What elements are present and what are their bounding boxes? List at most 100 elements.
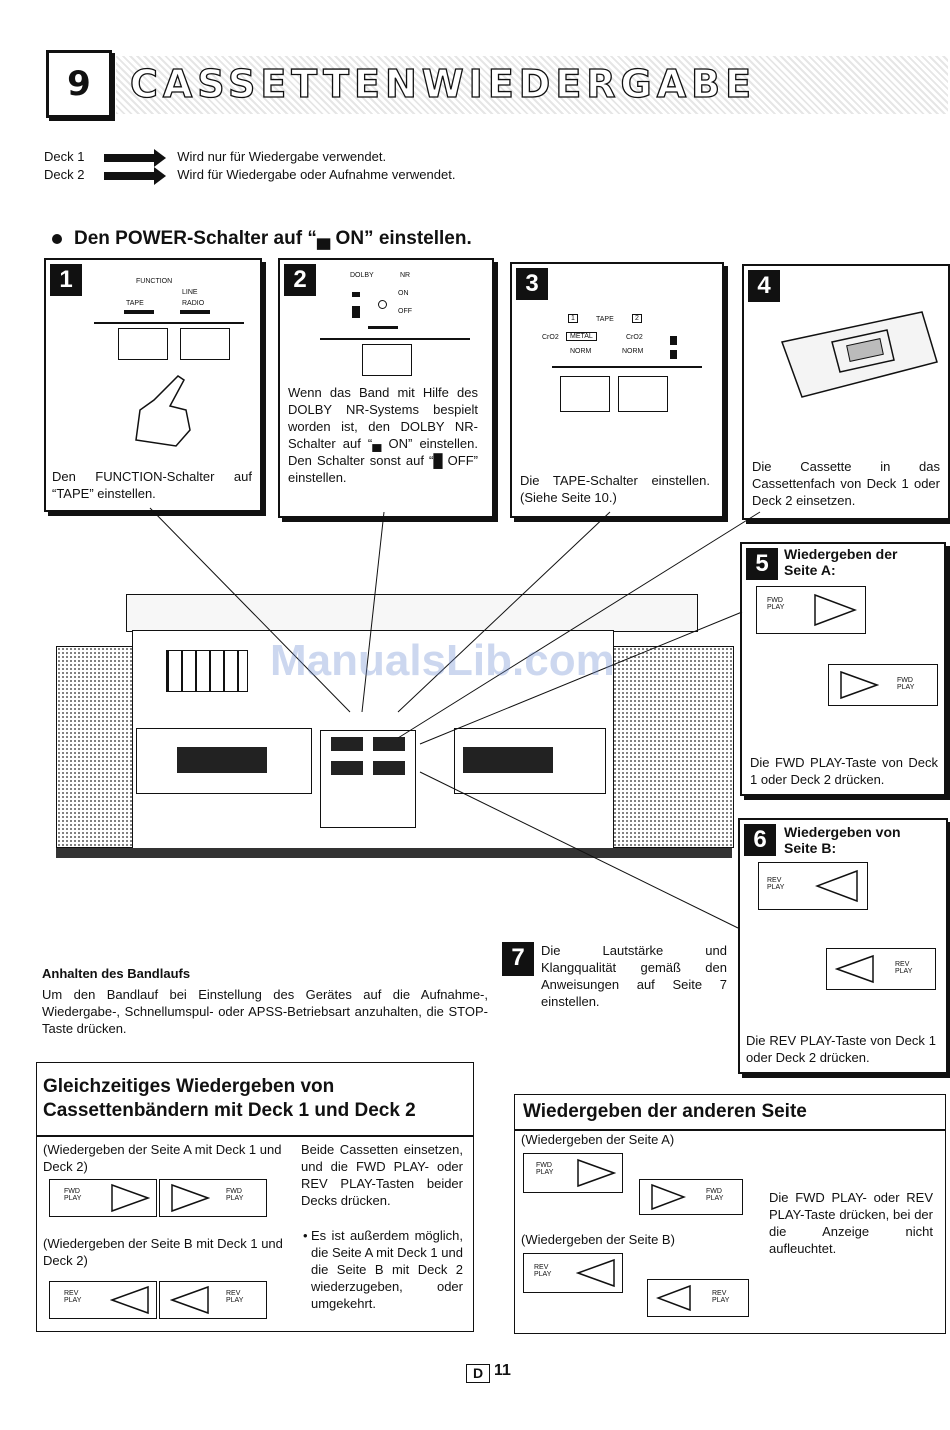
play-forward-icon [840,670,879,700]
other-title: Wiedergeben der anderen Seite [523,1101,807,1122]
step6-title: Wiedergeben von Seite B: [784,824,901,856]
step5-panel: 5 Wiedergeben der Seite A: FWD PLAY FWD … [740,542,946,796]
off-label: OFF [398,308,412,315]
step2-number: 2 [284,264,316,296]
cassette-window [177,747,267,773]
cassette-window [463,747,553,773]
tape-label: TAPE [596,316,614,323]
hand-icon [135,375,191,447]
watermark: ManualsLib.com [270,636,615,685]
tape-label: TAPE [126,300,144,307]
other-text: Die FWD PLAY- oder REV PLAY-Taste drücke… [769,1190,933,1256]
rev-play-button-deck2[interactable]: REV PLAY [826,948,936,990]
metal-label: METAL [566,332,597,341]
arrow-right-icon [103,148,166,167]
rev-play-button[interactable]: REV PLAY [523,1253,623,1293]
tape2-label: 2 [632,314,642,323]
line-label: LINE [182,289,198,296]
stop-text: Um den Bandlauf bei Einstellung des Gerä… [42,987,488,1036]
page-lang-box: D [466,1364,490,1383]
on-label: ON [398,290,409,297]
simul-sub-b: (Wiedergeben der Seite B mit Deck 1 und … [43,1236,283,1268]
cassette-deck-illustration [56,580,734,864]
tape1-switch [560,376,610,412]
step7-text: Die Lautstärke und Klangqualität gemäß d… [541,943,727,1009]
section-number: 9 [46,50,112,118]
equalizer [166,650,248,692]
transport-buttons [320,730,416,828]
fwd-play-button-2[interactable]: FWD PLAY [639,1179,743,1215]
function-switch-tape [118,328,168,360]
rev-play-button-deck1[interactable]: REV PLAY [49,1281,157,1319]
rev-play-button-2[interactable]: REV PLAY [647,1279,749,1317]
dolby-switch [362,344,412,376]
stop-title: Anhalten des Bandlaufs [42,966,191,981]
play-reverse-icon [110,1285,149,1315]
step7-number: 7 [502,942,534,976]
step6-text: Die REV PLAY-Taste von Deck 1 oder Deck … [746,1033,936,1065]
deck2-label: Deck 2 [44,167,85,182]
arrow-right-icon [103,166,166,185]
right-speaker [612,646,734,848]
play-reverse-icon [170,1285,209,1315]
step4-panel: 4 Die Cassette in das Cassettenfach von … [742,264,950,520]
power-heading: Den POWER-Schalter auf “▄ ON” einstellen… [74,228,472,249]
function-switch-radio [180,328,230,360]
step6-number: 6 [744,824,776,856]
step4-number: 4 [748,270,780,302]
deck2-door [454,728,606,794]
simul-sub-a: (Wiedergeben der Seite A mit Deck 1 und … [43,1142,282,1174]
step1-text: Den FUNCTION-Schalter auf “TAPE” einstel… [52,469,252,501]
simultaneous-playback-box: Gleichzeitiges Wiedergeben von Cassetten… [36,1062,474,1332]
step3-panel: 3 1 TAPE 2 CrO2 METAL CrO2 NORM NORM Die… [510,262,724,518]
section-title: CASSETTENWIEDERGABE [129,61,757,106]
play-forward-icon [577,1158,616,1188]
step5-number: 5 [746,548,778,580]
step3-number: 3 [516,268,548,300]
play-forward-icon [651,1183,686,1211]
play-reverse-icon [815,869,858,903]
deck1-row: Deck 1 Wird nur für Wiedergabe verwendet… [44,148,386,167]
step5-title: Wiedergeben der Seite A: [784,546,898,578]
deck2-row: Deck 2 Wird für Wiedergabe oder Aufnahme… [44,166,456,185]
norm-label-2: NORM [622,348,644,355]
fwd-play-button-deck2[interactable]: FWD PLAY [159,1179,267,1217]
rev-play-button-deck1[interactable]: REV PLAY [758,862,868,910]
step6-panel: 6 Wiedergeben von Seite B: REV PLAY REV … [738,818,948,1074]
play-forward-icon [171,1183,210,1213]
step2-text: Wenn das Band mit Hilfe des DOLBY NR-Sys… [288,385,478,485]
dolby-label: DOLBY [350,272,374,279]
fwd-play-button[interactable]: FWD PLAY [523,1153,623,1193]
step1-number: 1 [50,264,82,296]
step4-text: Die Cassette in das Cassettenfach von De… [752,459,940,508]
left-speaker [56,646,138,848]
simul-text: Beide Cassetten einsetzen, und die FWD P… [301,1142,463,1208]
tape2-switch [618,376,668,412]
bullet-icon [52,234,62,244]
deck1-label: Deck 1 [44,149,85,164]
play-reverse-icon [576,1258,615,1288]
fwd-play-button-deck1[interactable]: FWD PLAY [49,1179,157,1217]
play-forward-icon [814,593,857,627]
bullet-icon: • [303,1228,308,1243]
other-side-box: Wiedergeben der anderen Seite (Wiedergeb… [514,1094,946,1334]
radio-label: RADIO [182,300,205,307]
nr-label: NR [400,272,411,279]
play-forward-icon [111,1183,150,1213]
simul-bullet: Es ist außerdem möglich, die Seite A mit… [311,1228,463,1311]
step5-text: Die FWD PLAY-Taste von Deck 1 oder Deck … [750,755,938,787]
section-title-band [116,56,948,114]
step3-text: Die TAPE-Schalter einstellen. (Siehe Sei… [520,473,710,505]
rev-play-button-deck2[interactable]: REV PLAY [159,1281,267,1319]
function-label: FUNCTION [136,278,173,285]
fwd-play-button-deck2[interactable]: FWD PLAY [828,664,938,706]
deck1-door [136,728,312,794]
tape1-label: 1 [568,314,578,323]
step1-panel: 1 FUNCTION LINE TAPE RADIO Den FUNCTION-… [44,258,262,512]
cassette-insert-illustration [781,311,938,398]
cro2-label-2: CrO2 [626,334,643,341]
step2-panel: 2 DOLBY NR ON OFF Wenn das Band mit Hilf… [278,258,494,518]
fwd-play-button-deck1[interactable]: FWD PLAY [756,586,866,634]
deck2-text: Wird für Wiedergabe oder Aufnahme verwen… [177,167,456,182]
